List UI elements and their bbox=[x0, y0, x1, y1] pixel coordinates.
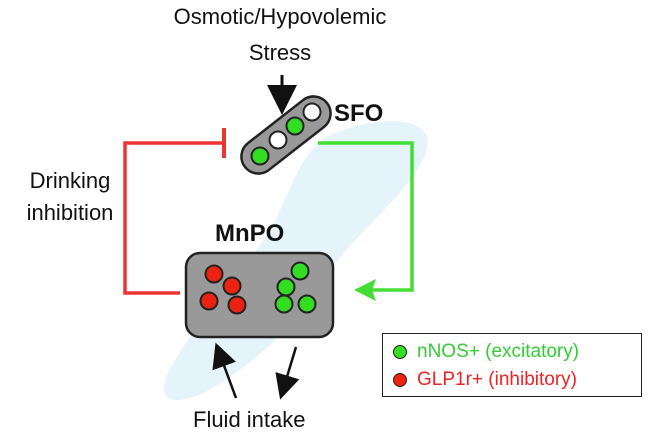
mnpo-neuron-nnos bbox=[276, 277, 296, 297]
legend-label-glp1r: GLP1r+ (inhibitory) bbox=[417, 369, 577, 390]
excitatory-arrow-head bbox=[354, 279, 376, 301]
fluid-intake-label: Fluid intake bbox=[193, 407, 306, 432]
inhibitory-arrow-line bbox=[123, 141, 223, 295]
mnpo-neuron-glp1r bbox=[204, 264, 224, 284]
mnpo-neuron-nnos bbox=[290, 261, 310, 281]
sfo-neuron-empty bbox=[268, 130, 288, 150]
green-dot-icon bbox=[393, 345, 407, 359]
mnpo-label: MnPO bbox=[215, 220, 285, 247]
sfo-label: SFO bbox=[334, 100, 384, 127]
mnpo-neuron-nnos bbox=[297, 294, 317, 314]
mnpo-neuron-glp1r bbox=[199, 291, 219, 311]
legend: nNOS+ (excitatory) GLP1r+ (inhibitory) bbox=[382, 333, 642, 397]
legend-item-glp1r: GLP1r+ (inhibitory) bbox=[393, 367, 577, 393]
sfo-neuron-nnos bbox=[250, 146, 270, 166]
mnpo-neuron-glp1r bbox=[227, 295, 247, 315]
red-dot-icon bbox=[393, 373, 407, 387]
excitatory-arrow-line bbox=[318, 141, 414, 292]
mnpo-neuron-nnos bbox=[274, 294, 294, 314]
stimulus-label-line1: Osmotic/Hypovolemic bbox=[173, 4, 387, 29]
fluid-intake-arrow-up bbox=[212, 342, 238, 399]
legend-label-nnos: nNOS+ (excitatory) bbox=[417, 341, 580, 362]
legend-item-nnos: nNOS+ (excitatory) bbox=[393, 339, 579, 365]
fluid-intake-arrow-down bbox=[275, 346, 300, 400]
sfo-neuron-empty bbox=[302, 102, 322, 122]
sfo-neuron-nnos bbox=[285, 116, 305, 136]
mnpo-neuron-glp1r bbox=[222, 276, 242, 296]
feedback-label-line2: inhibition bbox=[26, 200, 114, 225]
feedback-label-line1: Drinking bbox=[29, 168, 111, 193]
stimulus-label-line2: Stress bbox=[248, 40, 312, 65]
